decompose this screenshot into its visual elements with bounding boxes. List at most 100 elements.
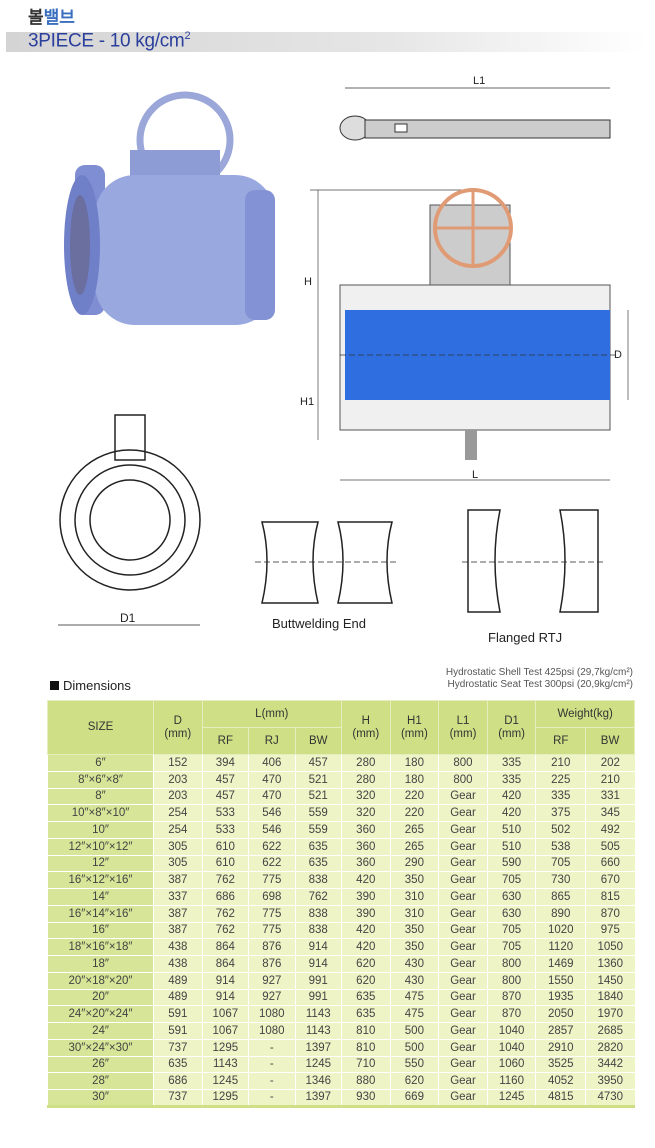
table-cell: 660 xyxy=(585,855,635,873)
table-cell: 202 xyxy=(585,754,635,772)
table-cell: 622 xyxy=(248,838,296,856)
table-cell: 225 xyxy=(535,771,586,789)
lever-drawing xyxy=(339,87,611,141)
table-cell: 1020 xyxy=(535,922,586,940)
table-cell: 635 xyxy=(294,855,342,873)
category-b: 밸브 xyxy=(43,8,75,28)
table-cell: 360 xyxy=(340,821,391,839)
table-cell: 914 xyxy=(201,989,249,1007)
table-cell: 546 xyxy=(248,821,296,839)
table-cell: 502 xyxy=(535,821,586,839)
table-cell: 406 xyxy=(248,754,296,772)
table-cell: 686 xyxy=(153,1072,203,1090)
table-cell: 510 xyxy=(486,838,536,856)
valve-drawings: L1 H H1 D L D1 Buttwelding End Flanged R… xyxy=(58,75,629,645)
table-cell: 1397 xyxy=(294,1039,342,1057)
table-cell: 1935 xyxy=(535,989,586,1007)
table-cell: 438 xyxy=(153,955,203,973)
table-cell: 470 xyxy=(248,788,296,806)
table-cell: 1080 xyxy=(248,1022,296,1040)
table-cell: 2050 xyxy=(535,1005,586,1023)
table-cell: 762 xyxy=(201,871,249,889)
table-cell: 800 xyxy=(438,754,488,772)
table-cell: 1450 xyxy=(585,972,635,990)
table-cell: Gear xyxy=(438,1089,488,1108)
table-cell: 510 xyxy=(486,821,536,839)
section-drawing xyxy=(310,188,629,481)
table-cell: 3442 xyxy=(585,1056,635,1074)
table-cell: 1397 xyxy=(294,1089,342,1108)
valve-photo xyxy=(64,91,275,325)
label-h: H xyxy=(304,276,312,288)
square-bullet-icon xyxy=(50,681,59,690)
table-cell: 335 xyxy=(486,754,536,772)
table-cell: 762 xyxy=(201,905,249,923)
table-cell: 775 xyxy=(248,905,296,923)
table-cell: 180 xyxy=(389,754,439,772)
table-cell: 815 xyxy=(585,888,635,906)
col-size: SIZE xyxy=(47,700,154,755)
table-cell: 620 xyxy=(389,1072,439,1090)
table-cell: 1143 xyxy=(294,1022,342,1040)
table-cell: 4052 xyxy=(535,1072,586,1090)
table-cell: 1143 xyxy=(294,1005,342,1023)
front-view-drawing xyxy=(58,414,201,626)
table-cell: 1360 xyxy=(585,955,635,973)
table-cell: 220 xyxy=(389,788,439,806)
table-cell: 686 xyxy=(201,888,249,906)
table-cell: - xyxy=(248,1039,296,1057)
table-cell: 1067 xyxy=(201,1022,249,1040)
size-cell: 12″×10″×12″ xyxy=(47,838,154,856)
table-cell: 203 xyxy=(153,788,203,806)
table-cell: 280 xyxy=(340,771,391,789)
table-cell: 500 xyxy=(389,1039,439,1057)
label-d: D xyxy=(614,349,622,361)
table-cell: 670 xyxy=(585,871,635,889)
section-title-text: Dimensions xyxy=(63,678,131,693)
table-cell: 254 xyxy=(153,821,203,839)
table-cell: 180 xyxy=(389,771,439,789)
table-cell: 3950 xyxy=(585,1072,635,1090)
col-l-rf: RF xyxy=(201,727,250,755)
table-cell: 1245 xyxy=(294,1056,342,1074)
table-cell: 1080 xyxy=(248,1005,296,1023)
table-cell: 737 xyxy=(153,1089,203,1108)
title-sup: 2 xyxy=(184,30,191,42)
table-cell: 390 xyxy=(340,888,391,906)
table-cell: 375 xyxy=(535,804,586,822)
table-cell: 810 xyxy=(340,1039,391,1057)
table-cell: 254 xyxy=(153,804,203,822)
table-cell: 1245 xyxy=(201,1072,249,1090)
label-buttwelding: Buttwelding End xyxy=(272,616,366,631)
title-text: 3PIECE - 10 kg/cm xyxy=(28,30,185,52)
label-l: L xyxy=(472,469,478,481)
table-cell: 1160 xyxy=(486,1072,536,1090)
col-l-rj: RJ xyxy=(248,727,296,755)
size-cell: 20″ xyxy=(47,989,154,1007)
table-cell: Gear xyxy=(438,821,488,839)
table-cell: Gear xyxy=(438,938,488,956)
table-cell: 387 xyxy=(153,871,203,889)
table-cell: 800 xyxy=(486,955,536,973)
size-cell: 8″ xyxy=(47,788,154,806)
table-cell: 337 xyxy=(153,888,203,906)
table-cell: 2685 xyxy=(585,1022,635,1040)
table-cell: 320 xyxy=(340,804,391,822)
table-cell: 775 xyxy=(248,871,296,889)
table-cell: Gear xyxy=(438,871,488,889)
table-cell: 870 xyxy=(585,905,635,923)
table-cell: - xyxy=(248,1089,296,1108)
table-cell: 492 xyxy=(585,821,635,839)
table-cell: 705 xyxy=(486,938,536,956)
table-cell: 360 xyxy=(340,855,391,873)
table-cell: 210 xyxy=(585,771,635,789)
